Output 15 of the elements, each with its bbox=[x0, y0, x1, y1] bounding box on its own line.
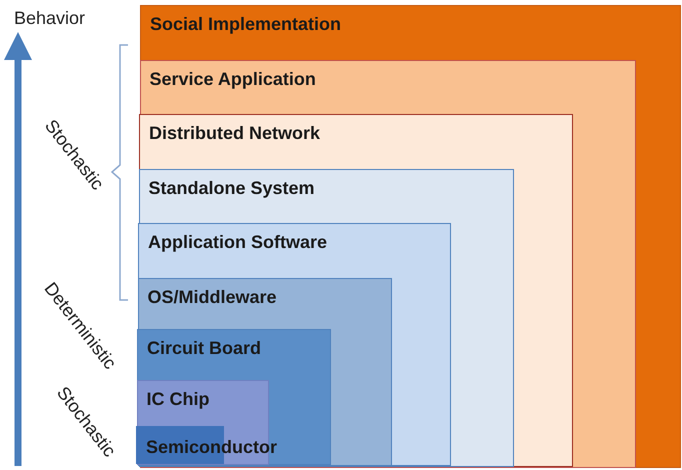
layer-label: Application Software bbox=[148, 232, 328, 253]
layer-label: Service Application bbox=[150, 68, 316, 90]
layer-box bbox=[138, 223, 451, 466]
layer-label: IC Chip bbox=[146, 388, 210, 410]
layer-label: Circuit Board bbox=[147, 338, 262, 359]
axis-label: Behavior bbox=[14, 8, 86, 29]
layer-label: Social Implementation bbox=[150, 14, 342, 35]
layer-label: Distributed Network bbox=[149, 123, 320, 144]
layer-box bbox=[138, 168, 514, 466]
layer-label: OS/Middleware bbox=[148, 286, 277, 308]
layer-box bbox=[137, 329, 331, 465]
layer-label: Semiconductor bbox=[146, 437, 278, 458]
layer-box bbox=[139, 114, 573, 467]
layer-label: Standalone System bbox=[148, 178, 315, 198]
layer-box bbox=[138, 278, 392, 466]
